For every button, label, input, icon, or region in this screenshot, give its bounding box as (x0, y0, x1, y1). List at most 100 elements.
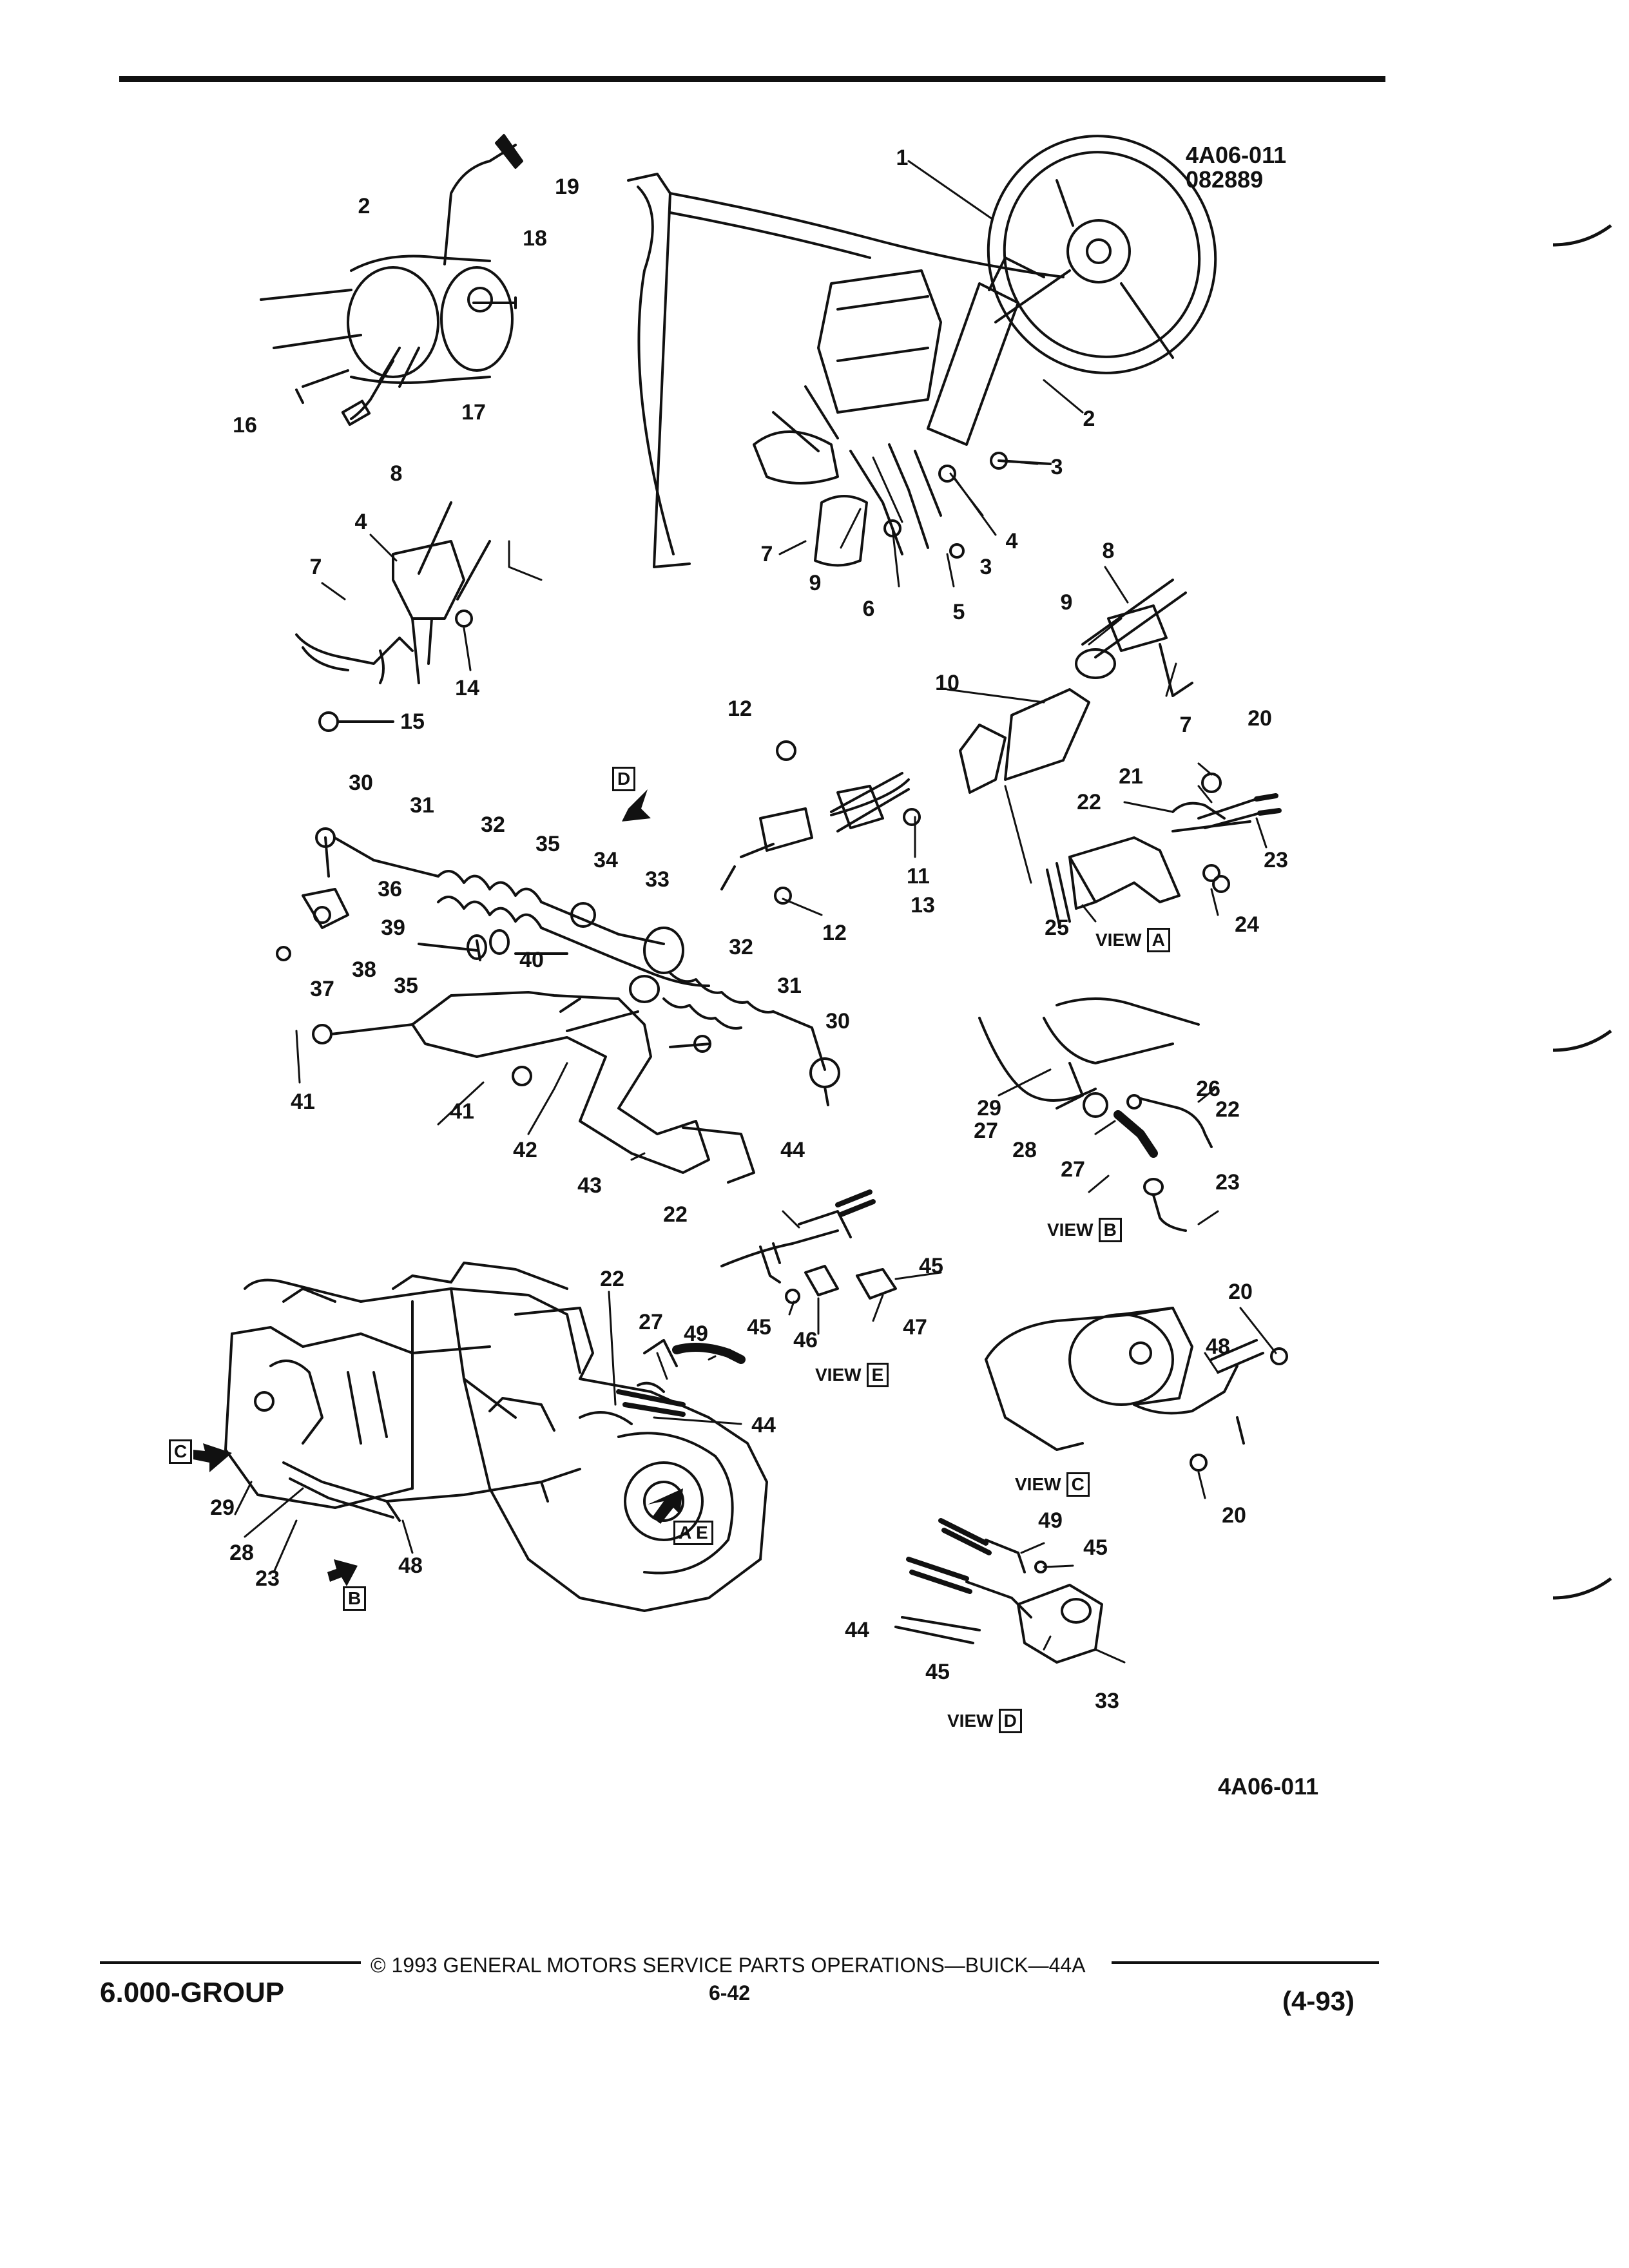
view-c-detail (985, 1307, 1288, 1472)
callout-label: 26 (1196, 1077, 1220, 1101)
callout-label: 22 (663, 1202, 688, 1227)
callout-label: 24 (1235, 912, 1259, 937)
callout-label: 15 (400, 709, 425, 734)
leader-lines (234, 160, 1277, 1664)
callout-label: 43 (577, 1173, 602, 1198)
callout-label: 33 (1095, 1689, 1119, 1713)
callout-label: 31 (777, 974, 802, 998)
callout-label: 45 (919, 1254, 943, 1278)
callout-label: 29 (977, 1096, 1001, 1120)
callout-label: 10 (935, 671, 959, 695)
callout-label: 38 (352, 957, 376, 982)
binder-marks (1552, 224, 1612, 1600)
callout-label: 44 (751, 1413, 776, 1437)
view-a-detail (1046, 773, 1282, 929)
callout-label: 11 (907, 864, 930, 889)
view-e-detail (720, 1189, 897, 1304)
callout-label: 37 (310, 977, 334, 1001)
top-rule (119, 76, 1385, 82)
arrow-to-view-ae (648, 1488, 683, 1524)
view-b-detail (978, 997, 1213, 1232)
callout-label: 21 (1119, 764, 1143, 789)
callout-label: 49 (1038, 1508, 1063, 1533)
callout-label: 27 (1061, 1157, 1085, 1182)
revision-date: (4-93) (1282, 1986, 1355, 2016)
callout-label: 13 (911, 893, 935, 918)
callout-label: 39 (381, 916, 405, 940)
callout-label: 32 (481, 812, 505, 837)
callout-label: 48 (1206, 1334, 1230, 1359)
arrow-label-c: C (169, 1439, 193, 1464)
callout-label: 23 (1215, 1170, 1240, 1195)
callout-label: 22 (1077, 790, 1101, 814)
callout-label: 30 (349, 771, 373, 795)
footer-rule-right (1112, 1961, 1379, 1964)
figure-reference-bottom: 4A06-011 (1218, 1773, 1319, 1800)
callout-label: 19 (555, 175, 579, 199)
callout-label: 8 (1102, 539, 1115, 563)
steering-column-assembly (627, 135, 1217, 568)
callout-label: 22 (600, 1267, 624, 1291)
callout-label: 36 (378, 877, 402, 901)
callout-label: 45 (1083, 1535, 1108, 1560)
callout-label: 35 (535, 832, 560, 856)
footer-rule-left (100, 1961, 361, 1964)
callout-label: 32 (729, 935, 753, 959)
callout-label: 17 (461, 400, 486, 425)
intermediate-shaft (720, 579, 1193, 905)
callout-label: 7 (1179, 713, 1192, 737)
callout-label: 46 (793, 1328, 818, 1352)
callout-label: 28 (1012, 1138, 1037, 1162)
callout-label: 25 (1045, 916, 1069, 940)
arrow-to-view-d (622, 789, 651, 822)
callout-label: 16 (233, 413, 257, 437)
callout-label: 22 (1215, 1097, 1240, 1122)
callout-label: 41 (291, 1090, 315, 1114)
callout-label: 27 (639, 1310, 663, 1334)
callout-label: 20 (1222, 1503, 1246, 1528)
callout-label: 47 (903, 1315, 927, 1340)
callout-label: 27 (974, 1119, 998, 1143)
callout-label: 1 (896, 146, 909, 170)
callout-label: 45 (747, 1315, 771, 1340)
callout-label: 29 (210, 1495, 235, 1520)
callout-label: 34 (593, 848, 618, 872)
figure-reference-top: 4A06-011 082889 (1186, 143, 1286, 192)
callout-label: 6 (862, 597, 875, 621)
callout-label: 12 (728, 697, 752, 721)
arrow-label-d: D (612, 767, 636, 791)
callout-label: 5 (952, 600, 965, 624)
group-number: 6.000-GROUP (100, 1977, 285, 2008)
callout-label: 30 (825, 1009, 850, 1033)
engine-transaxle-assembly (224, 1262, 768, 1612)
page-number: 6-42 (709, 1981, 751, 2004)
callout-label: 31 (410, 793, 434, 818)
callout-label: 42 (513, 1138, 537, 1162)
callout-label: 7 (760, 542, 773, 566)
callout-label: 23 (1264, 848, 1288, 872)
callout-label: 18 (523, 226, 547, 251)
callout-label: 9 (809, 571, 822, 595)
callout-label: 49 (684, 1321, 708, 1346)
callout-label: 8 (390, 461, 403, 486)
callout-label: 35 (394, 974, 418, 998)
arrow-label-ae: A E (673, 1521, 713, 1545)
callout-label: 2 (1083, 407, 1095, 431)
callout-label: 44 (845, 1618, 869, 1642)
callout-label: 20 (1248, 706, 1272, 731)
callout-label: 48 (398, 1553, 423, 1578)
callout-label: 4 (354, 510, 367, 534)
callout-label: 4 (1005, 529, 1018, 553)
callout-label: 44 (780, 1138, 805, 1162)
figure-date-code: 082889 (1186, 166, 1264, 193)
arrow-to-view-c (193, 1443, 232, 1472)
callout-label: 14 (455, 676, 479, 700)
ignition-column-inset (260, 134, 523, 427)
callout-label: 33 (645, 867, 670, 892)
callout-label: 12 (822, 921, 847, 945)
callout-label: 45 (925, 1660, 950, 1684)
